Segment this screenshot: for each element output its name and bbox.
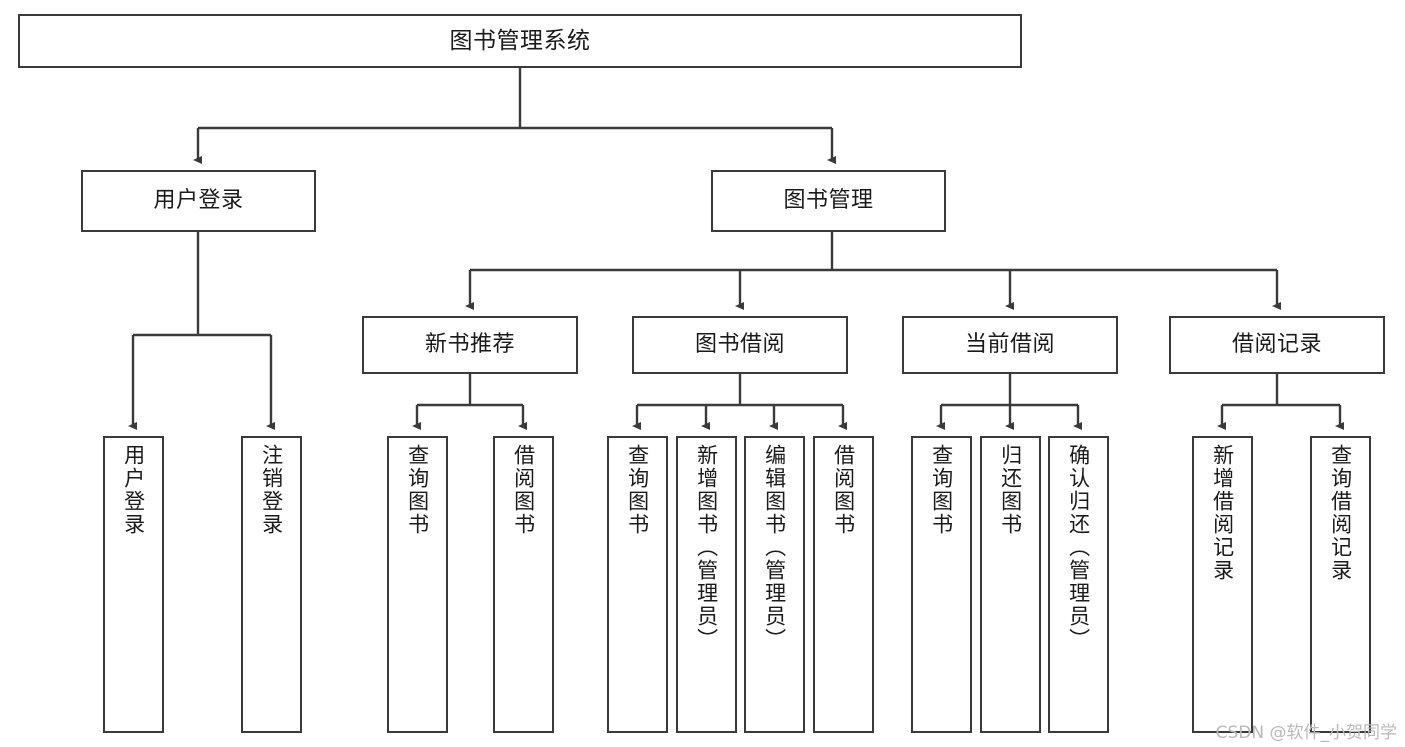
node-new-book-recommend-label: 新书推荐 — [424, 332, 515, 358]
node-book-borrow-label: 图书借阅 — [694, 332, 785, 358]
node-root[interactable]: 图书管理系统 — [18, 14, 1022, 68]
leaf-user-login-2[interactable]: 注销登录 — [241, 436, 302, 733]
leaf-book-borrow-3-label: 编辑图书（管理员） — [762, 444, 787, 651]
node-new-book-recommend[interactable]: 新书推荐 — [362, 316, 578, 374]
leaf-current-borrow-2[interactable]: 归还图书 — [980, 436, 1041, 733]
leaf-user-login-2-label: 注销登录 — [259, 444, 284, 536]
leaf-new-book-2[interactable]: 借阅图书 — [493, 436, 554, 733]
node-current-borrow-label: 当前借阅 — [964, 332, 1055, 358]
node-book-borrow[interactable]: 图书借阅 — [632, 316, 848, 374]
leaf-borrow-record-1[interactable]: 新增借阅记录 — [1192, 436, 1253, 733]
leaf-borrow-record-2-label: 查询借阅记录 — [1328, 444, 1353, 582]
node-root-label: 图书管理系统 — [449, 27, 591, 54]
leaf-book-borrow-3[interactable]: 编辑图书（管理员） — [744, 436, 805, 733]
leaf-current-borrow-1-label: 查询图书 — [929, 444, 954, 536]
leaf-current-borrow-3-label: 确认归还（管理员） — [1066, 444, 1091, 651]
node-user-login-label: 用户登录 — [153, 188, 244, 214]
leaf-borrow-record-1-label: 新增借阅记录 — [1210, 444, 1235, 582]
leaf-book-borrow-2-label: 新增图书（管理员） — [694, 444, 719, 651]
leaf-book-borrow-1-label: 查询图书 — [625, 444, 650, 536]
leaf-user-login-1-label: 用户登录 — [121, 444, 146, 536]
node-borrow-record-label: 借阅记录 — [1231, 332, 1322, 358]
leaf-user-login-1[interactable]: 用户登录 — [103, 436, 164, 733]
leaf-book-borrow-1[interactable]: 查询图书 — [607, 436, 668, 733]
leaf-book-borrow-2[interactable]: 新增图书（管理员） — [676, 436, 737, 733]
leaf-new-book-1[interactable]: 查询图书 — [387, 436, 448, 733]
leaf-current-borrow-2-label: 归还图书 — [998, 444, 1023, 536]
leaf-book-borrow-4-label: 借阅图书 — [831, 444, 856, 536]
node-borrow-record[interactable]: 借阅记录 — [1169, 316, 1385, 374]
leaf-new-book-2-label: 借阅图书 — [511, 444, 536, 536]
leaf-current-borrow-3[interactable]: 确认归还（管理员） — [1048, 436, 1109, 733]
node-current-borrow[interactable]: 当前借阅 — [902, 316, 1118, 374]
node-user-login[interactable]: 用户登录 — [81, 170, 316, 232]
node-book-manage-label: 图书管理 — [783, 188, 874, 214]
leaf-book-borrow-4[interactable]: 借阅图书 — [813, 436, 874, 733]
leaf-borrow-record-2[interactable]: 查询借阅记录 — [1310, 436, 1371, 733]
watermark-text: CSDN @软件_小贺同学 — [1215, 723, 1397, 743]
leaf-new-book-1-label: 查询图书 — [405, 444, 430, 536]
leaf-current-borrow-1[interactable]: 查询图书 — [911, 436, 972, 733]
node-book-manage[interactable]: 图书管理 — [711, 170, 946, 232]
